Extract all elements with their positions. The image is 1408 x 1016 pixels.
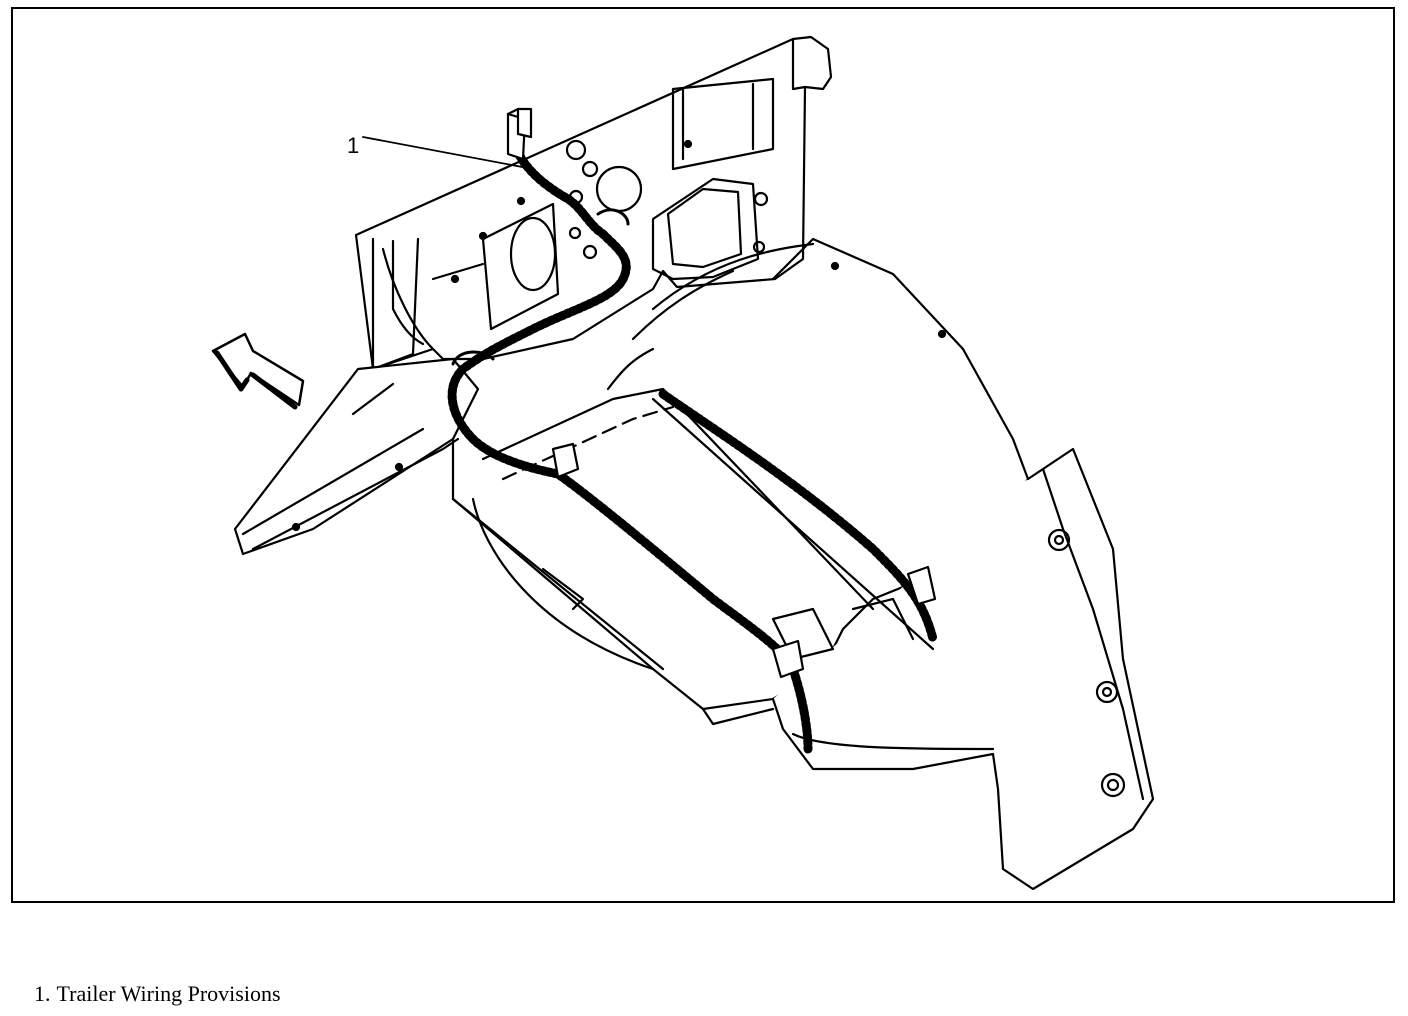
- legend: 1.Trailer Wiring Provisions: [34, 981, 287, 1007]
- rear-panel: [354, 35, 833, 371]
- fuel-tank-body: [451, 237, 1030, 711]
- diagram-frame: 1: [11, 7, 1395, 903]
- callout-number-1: 1: [347, 133, 360, 158]
- callout-leader-1: [362, 136, 534, 170]
- legend-item-number: 1.: [34, 981, 51, 1006]
- legend-item-text: Trailer Wiring Provisions: [56, 981, 281, 1006]
- trailer-wiring-illustration: [211, 35, 1155, 891]
- frame-rail: [233, 357, 480, 556]
- heat-shield: [771, 447, 1155, 891]
